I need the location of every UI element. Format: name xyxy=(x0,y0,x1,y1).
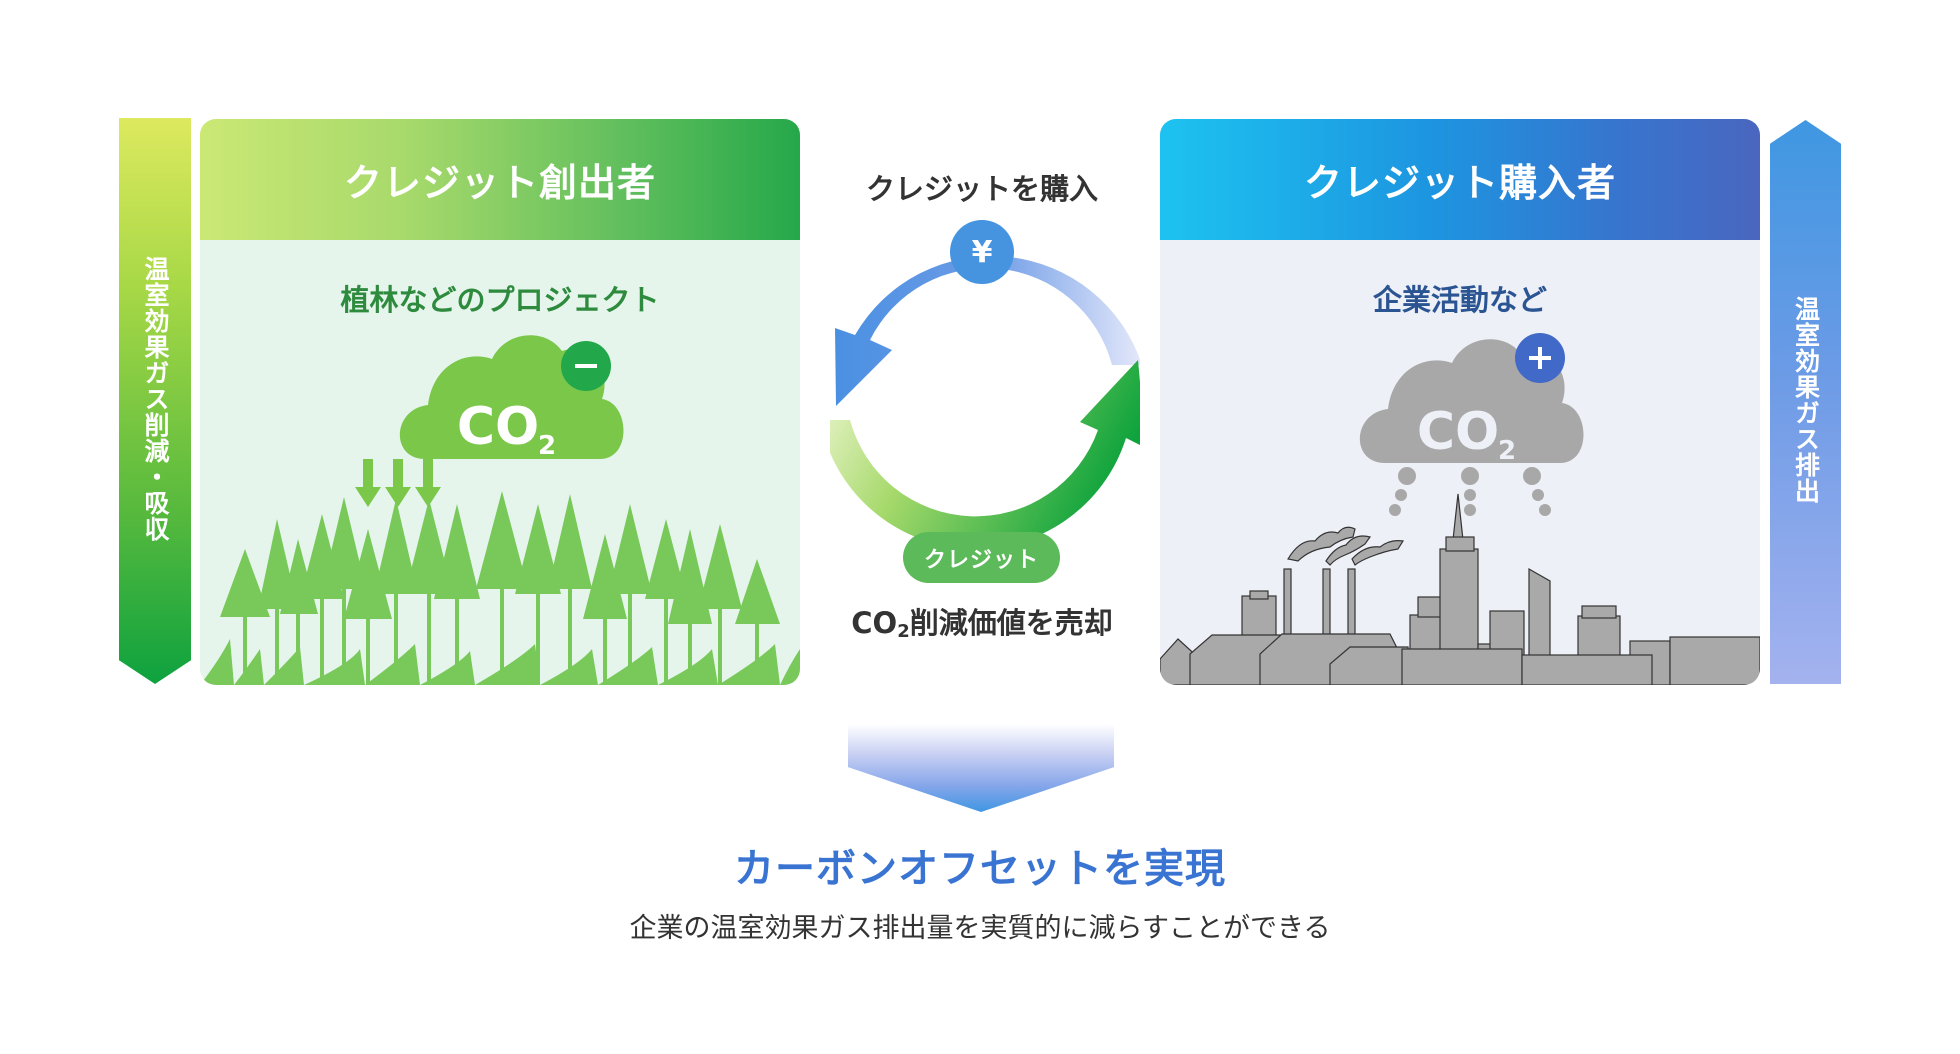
sell-label-subscript: 2 xyxy=(897,621,910,642)
buyer-subtitle: 企業活動など xyxy=(1372,283,1547,317)
svg-text:CO: CO xyxy=(457,397,539,457)
minus-badge-icon xyxy=(561,341,611,391)
emission-dots-icon xyxy=(1389,467,1551,516)
credit-buyer-panel: クレジット購入者 企業活動など CO 2 xyxy=(1160,119,1760,685)
creator-title: クレジット創出者 xyxy=(200,119,800,240)
exchange-cycle-icon xyxy=(830,256,1140,549)
reduction-arrow-bar: 温室効果ガス削減・吸収 xyxy=(119,118,191,684)
result-down-arrow-icon xyxy=(848,724,1114,812)
yen-icon: ¥ xyxy=(950,220,1014,284)
reduction-label: 温室効果ガス削減・吸収 xyxy=(141,256,170,542)
sell-label-text: 削減価値を売却 xyxy=(909,606,1113,640)
svg-text:CO: CO xyxy=(1417,402,1499,462)
emission-arrow-bar: 温室効果ガス排出 xyxy=(1770,120,1841,684)
result-title: カーボンオフセットを実現 xyxy=(734,846,1226,892)
creator-subtitle: 植林などのプロジェクト xyxy=(340,283,660,317)
credit-pill: クレジット xyxy=(903,532,1060,583)
buyer-title: クレジット購入者 xyxy=(1160,119,1760,240)
credit-creator-panel: クレジット創出者 植林などのプロジェクト CO 2 xyxy=(200,119,800,685)
buy-arrow-icon xyxy=(835,256,1140,406)
buy-credit-label: クレジットを購入 xyxy=(865,172,1098,206)
city-factory-icon: CO 2 xyxy=(1160,333,1760,685)
sell-value-label: CO2削減価値を売却 xyxy=(802,600,1162,642)
forest-icon: CO 2 xyxy=(200,335,800,685)
emission-label: 温室効果ガス排出 xyxy=(1791,296,1821,504)
svg-text:2: 2 xyxy=(1498,436,1516,466)
result-description: 企業の温室効果ガス排出量を実質的に減らすことができる xyxy=(629,913,1331,944)
skyline-icon xyxy=(1160,493,1760,685)
svg-text:2: 2 xyxy=(538,431,556,461)
sell-arrow-icon xyxy=(830,360,1140,549)
plus-badge-icon xyxy=(1515,333,1565,383)
down-arrows-icon xyxy=(355,459,441,507)
sell-label-co: CO xyxy=(851,606,898,640)
trees-icon xyxy=(200,491,800,685)
